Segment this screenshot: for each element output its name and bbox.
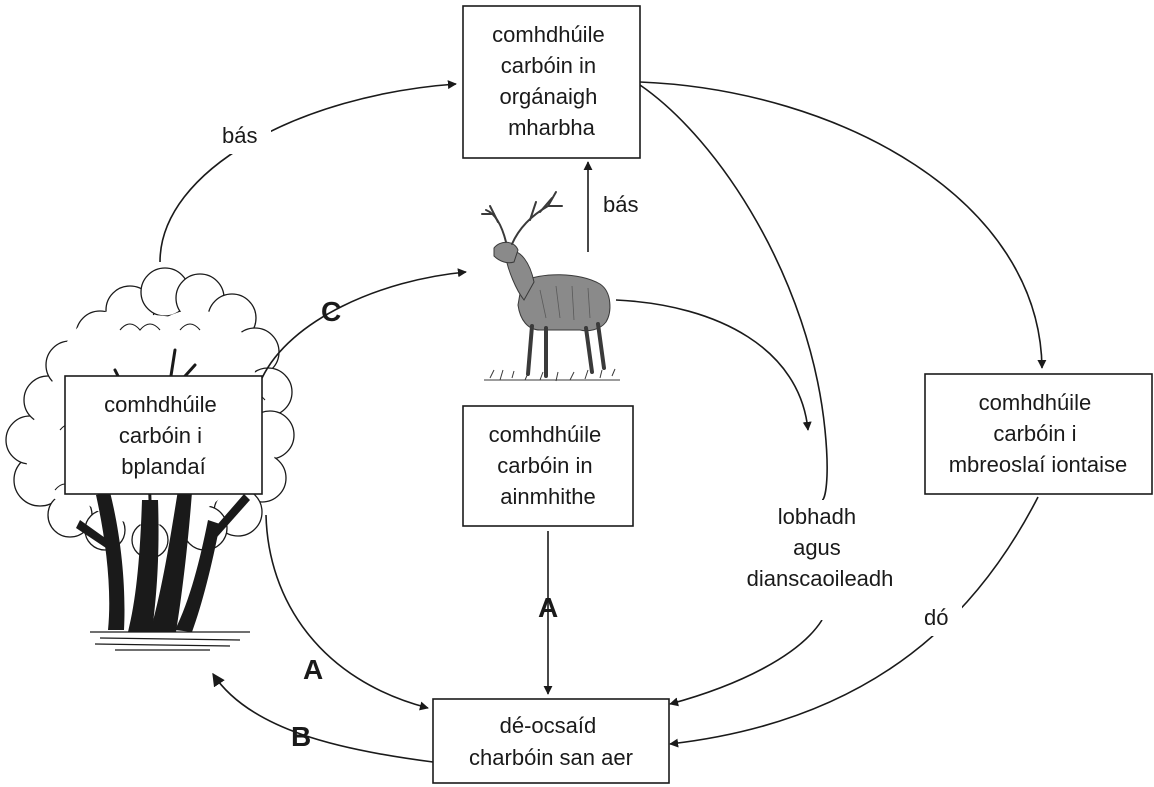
- arrow-to-fossil: [639, 81, 1047, 369]
- arrow-A-plants: [265, 514, 429, 711]
- label-A-animals: A: [538, 592, 558, 623]
- svg-text:comhdhúile carbóin in: comhdhúile carbóin in orgánaigh mharbha: [492, 22, 611, 140]
- svg-text:comhdhúile carbóin i: comhdhúile carbóin i mbreoslaí iontaise: [949, 390, 1128, 477]
- svg-text:dé-ocsaíd charbóin san a: dé-ocsaíd charbóin san aer: [469, 713, 633, 770]
- arrow-decay-to-air: [639, 84, 828, 704]
- arrow-B: [212, 672, 434, 763]
- label-death-animals: bás: [603, 192, 638, 217]
- svg-text:comhdhúile carbóin i: comhdhúile carbóin i bplandaí: [104, 392, 223, 479]
- box-plants: comhdhúile carbóin i bplandaí: [64, 375, 263, 495]
- label-decay: lobhadh agus dianscaoileadh: [747, 504, 894, 591]
- box-co2-air: dé-ocsaíd charbóin san aer: [432, 698, 670, 784]
- box-animals: comhdhúile carbóin in ainmhithe: [462, 405, 634, 527]
- box-fossil-fuels: comhdhúile carbóin i mbreoslaí iontaise: [924, 373, 1153, 495]
- label-B: B: [291, 721, 311, 752]
- arrow-death-plants: [159, 80, 457, 263]
- label-death-plants: bás: [222, 123, 257, 148]
- arrow-burning: [669, 496, 1039, 748]
- deer-icon: [470, 190, 620, 385]
- arrow-animals-to-decay: [615, 299, 812, 431]
- box-dead-organisms: comhdhúile carbóin in orgánaigh mharbha: [462, 5, 641, 159]
- label-burning: dó: [924, 605, 948, 630]
- label-A-plants: A: [303, 654, 323, 685]
- label-C: C: [321, 296, 341, 327]
- svg-text:comhdhúile carbóin in: comhdhúile carbóin in ainmhithe: [489, 422, 608, 509]
- arrow-C: [261, 268, 467, 379]
